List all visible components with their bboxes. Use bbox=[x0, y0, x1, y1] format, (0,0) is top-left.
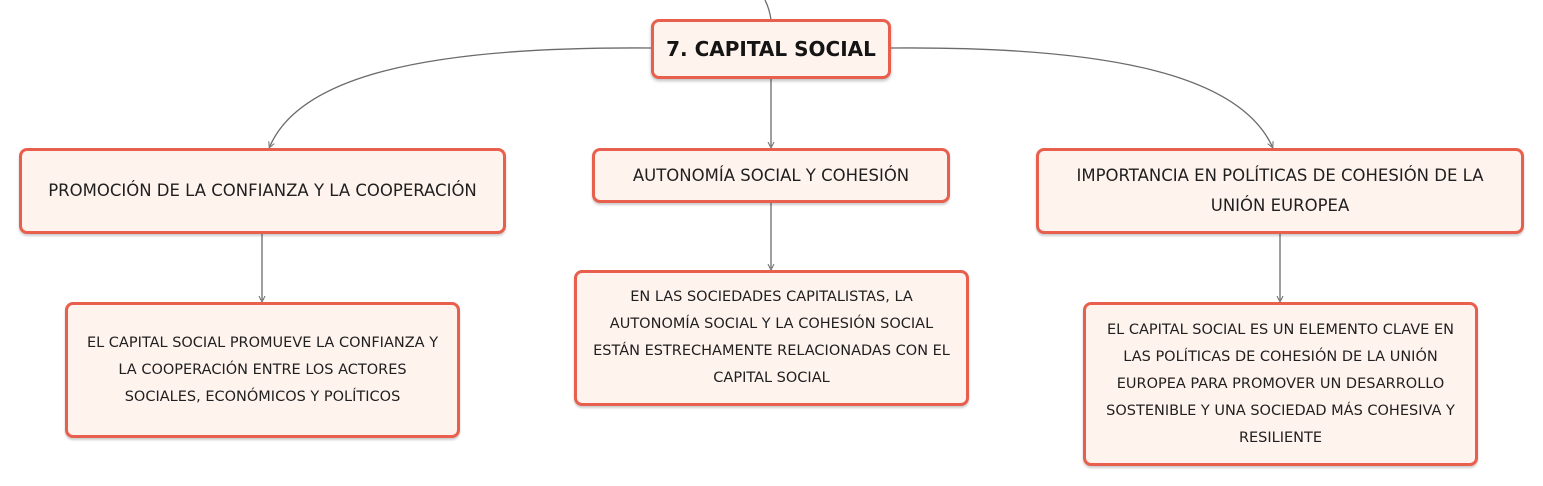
branch-node-social-autonomy[interactable]: AUTONOMÍA SOCIAL Y COHESIÓN bbox=[592, 148, 950, 203]
connector-parent-to-root bbox=[764, 0, 772, 21]
branch-node-trust-cooperation[interactable]: PROMOCIÓN DE LA CONFIANZA Y LA COOPERACI… bbox=[19, 148, 506, 234]
detail-node-text: EL CAPITAL SOCIAL ES UN ELEMENTO CLAVE E… bbox=[1106, 321, 1455, 446]
detail-node-social-autonomy[interactable]: EN LAS SOCIEDADES CAPITALISTAS, LA AUTON… bbox=[574, 270, 969, 406]
detail-node-text: EL CAPITAL SOCIAL PROMUEVE LA CONFIANZA … bbox=[86, 334, 439, 405]
branch-node-eu-cohesion-policy[interactable]: IMPORTANCIA EN POLÍTICAS DE COHESIÓN DE … bbox=[1036, 148, 1524, 234]
root-node-label: 7. CAPITAL SOCIAL bbox=[666, 37, 876, 61]
root-node[interactable]: 7. CAPITAL SOCIAL bbox=[651, 19, 891, 79]
branch-node-label: PROMOCIÓN DE LA CONFIANZA Y LA COOPERACI… bbox=[48, 181, 477, 200]
branch-node-label: IMPORTANCIA EN POLÍTICAS DE COHESIÓN DE … bbox=[1076, 166, 1484, 215]
branch-node-label: AUTONOMÍA SOCIAL Y COHESIÓN bbox=[632, 165, 910, 185]
connector-root-to-branch-1 bbox=[270, 47, 653, 146]
detail-node-text: EN LAS SOCIEDADES CAPITALISTAS, LA AUTON… bbox=[593, 289, 950, 386]
detail-node-eu-cohesion-policy[interactable]: EL CAPITAL SOCIAL ES UN ELEMENTO CLAVE E… bbox=[1083, 302, 1478, 466]
detail-node-trust-cooperation[interactable]: EL CAPITAL SOCIAL PROMUEVE LA CONFIANZA … bbox=[65, 302, 460, 438]
connector-root-to-branch-3 bbox=[889, 47, 1272, 146]
